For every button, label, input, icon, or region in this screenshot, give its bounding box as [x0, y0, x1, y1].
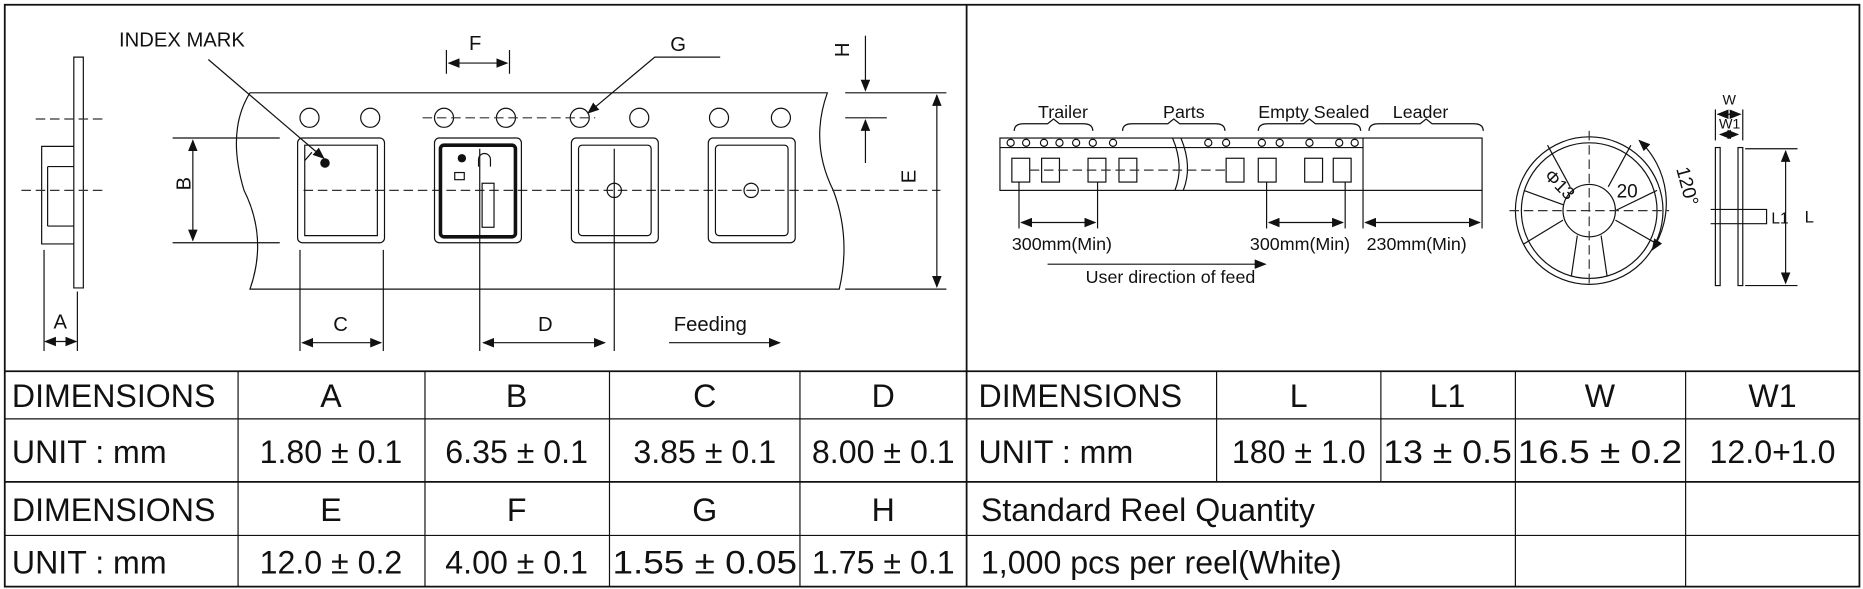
- empty-sealed-label: Empty Sealed: [1258, 102, 1369, 122]
- table-cell: UNIT : mm: [12, 545, 167, 581]
- table-header: E: [320, 492, 341, 528]
- table-header: W: [1585, 378, 1616, 414]
- dim-h-label: H: [832, 43, 854, 58]
- dim-b-label: B: [173, 177, 195, 190]
- table-cell: 6.35 ± 0.1: [445, 434, 588, 470]
- table-cell: 16.5 ± 0.2: [1518, 434, 1682, 470]
- w1-label: W1: [1719, 117, 1740, 133]
- w-label: W: [1723, 93, 1737, 109]
- parts-label: Parts: [1163, 102, 1205, 122]
- dim-d-label: D: [538, 314, 553, 336]
- reel-quantity-label: Standard Reel Quantity: [981, 492, 1315, 528]
- table-cell: 3.85 ± 0.1: [633, 434, 776, 470]
- table-grid: [237, 371, 1687, 587]
- table-header: L: [1290, 378, 1308, 414]
- carrier-tape-drawing: INDEX MARK F G H B E A C D Feeding: [21, 29, 947, 352]
- table-cell: 1.75 ± 0.1: [812, 545, 955, 581]
- table-cell: UNIT : mm: [979, 434, 1134, 470]
- table-header: W1: [1748, 378, 1796, 414]
- outer-frame: [3, 3, 1861, 588]
- leader-length: 230mm(Min): [1367, 234, 1467, 254]
- table-cell: 180 ± 1.0: [1232, 434, 1366, 470]
- trailer-length: 300mm(Min): [1012, 234, 1112, 254]
- table-header: H: [872, 492, 895, 528]
- feeding-label: Feeding: [674, 314, 747, 336]
- feed-direction-label: User direction of feed: [1086, 267, 1256, 287]
- dimension-table-right: DIMENSIONS L L1 W W1 UNIT : mm 180 ± 1.0…: [979, 378, 1836, 581]
- table-header: DIMENSIONS: [979, 378, 1183, 414]
- table-header: C: [693, 378, 716, 414]
- l-label: L: [1805, 208, 1814, 227]
- table-cell: UNIT : mm: [12, 434, 167, 470]
- table-cell: 1.80 ± 0.1: [260, 434, 403, 470]
- table-header: DIMENSIONS: [12, 378, 216, 414]
- dim-g-label: G: [670, 34, 686, 56]
- dim-c-label: C: [333, 314, 348, 336]
- table-header: A: [320, 378, 342, 414]
- dim-a-label: A: [54, 311, 68, 333]
- table-cell: 4.00 ± 0.1: [445, 545, 588, 581]
- angle-label: 120°: [1671, 165, 1701, 208]
- table-cell: 8.00 ± 0.1: [812, 434, 955, 470]
- table-header: L1: [1430, 378, 1466, 414]
- table-cell: 1.55 ± 0.05: [612, 545, 797, 581]
- table-header: G: [692, 492, 717, 528]
- reel-quantity-value: 1,000 pcs per reel(White): [981, 545, 1342, 581]
- table-header: DIMENSIONS: [12, 492, 216, 528]
- dim-e-label: E: [898, 170, 920, 183]
- empty-length: 300mm(Min): [1250, 234, 1350, 254]
- dim-f-label: F: [469, 33, 481, 55]
- table-header: D: [872, 378, 895, 414]
- table-header: F: [507, 492, 527, 528]
- table-header: B: [506, 378, 527, 414]
- table-cell: 13 ± 0.5: [1383, 434, 1512, 470]
- slot-label: 20: [1617, 182, 1638, 203]
- trailer-label: Trailer: [1038, 102, 1088, 122]
- dimension-table-left: DIMENSIONS A B C D UNIT : mm 1.80 ± 0.1 …: [12, 378, 955, 581]
- l1-label: L1: [1771, 211, 1788, 228]
- table-cell: 12.0 ± 0.2: [260, 545, 403, 581]
- index-mark-label: INDEX MARK: [119, 29, 245, 51]
- leader-label: Leader: [1393, 102, 1449, 122]
- table-cell: 12.0+1.0: [1710, 434, 1836, 470]
- reel-drawing: Trailer Parts Empty Sealed Leader 300mm(…: [999, 93, 1814, 287]
